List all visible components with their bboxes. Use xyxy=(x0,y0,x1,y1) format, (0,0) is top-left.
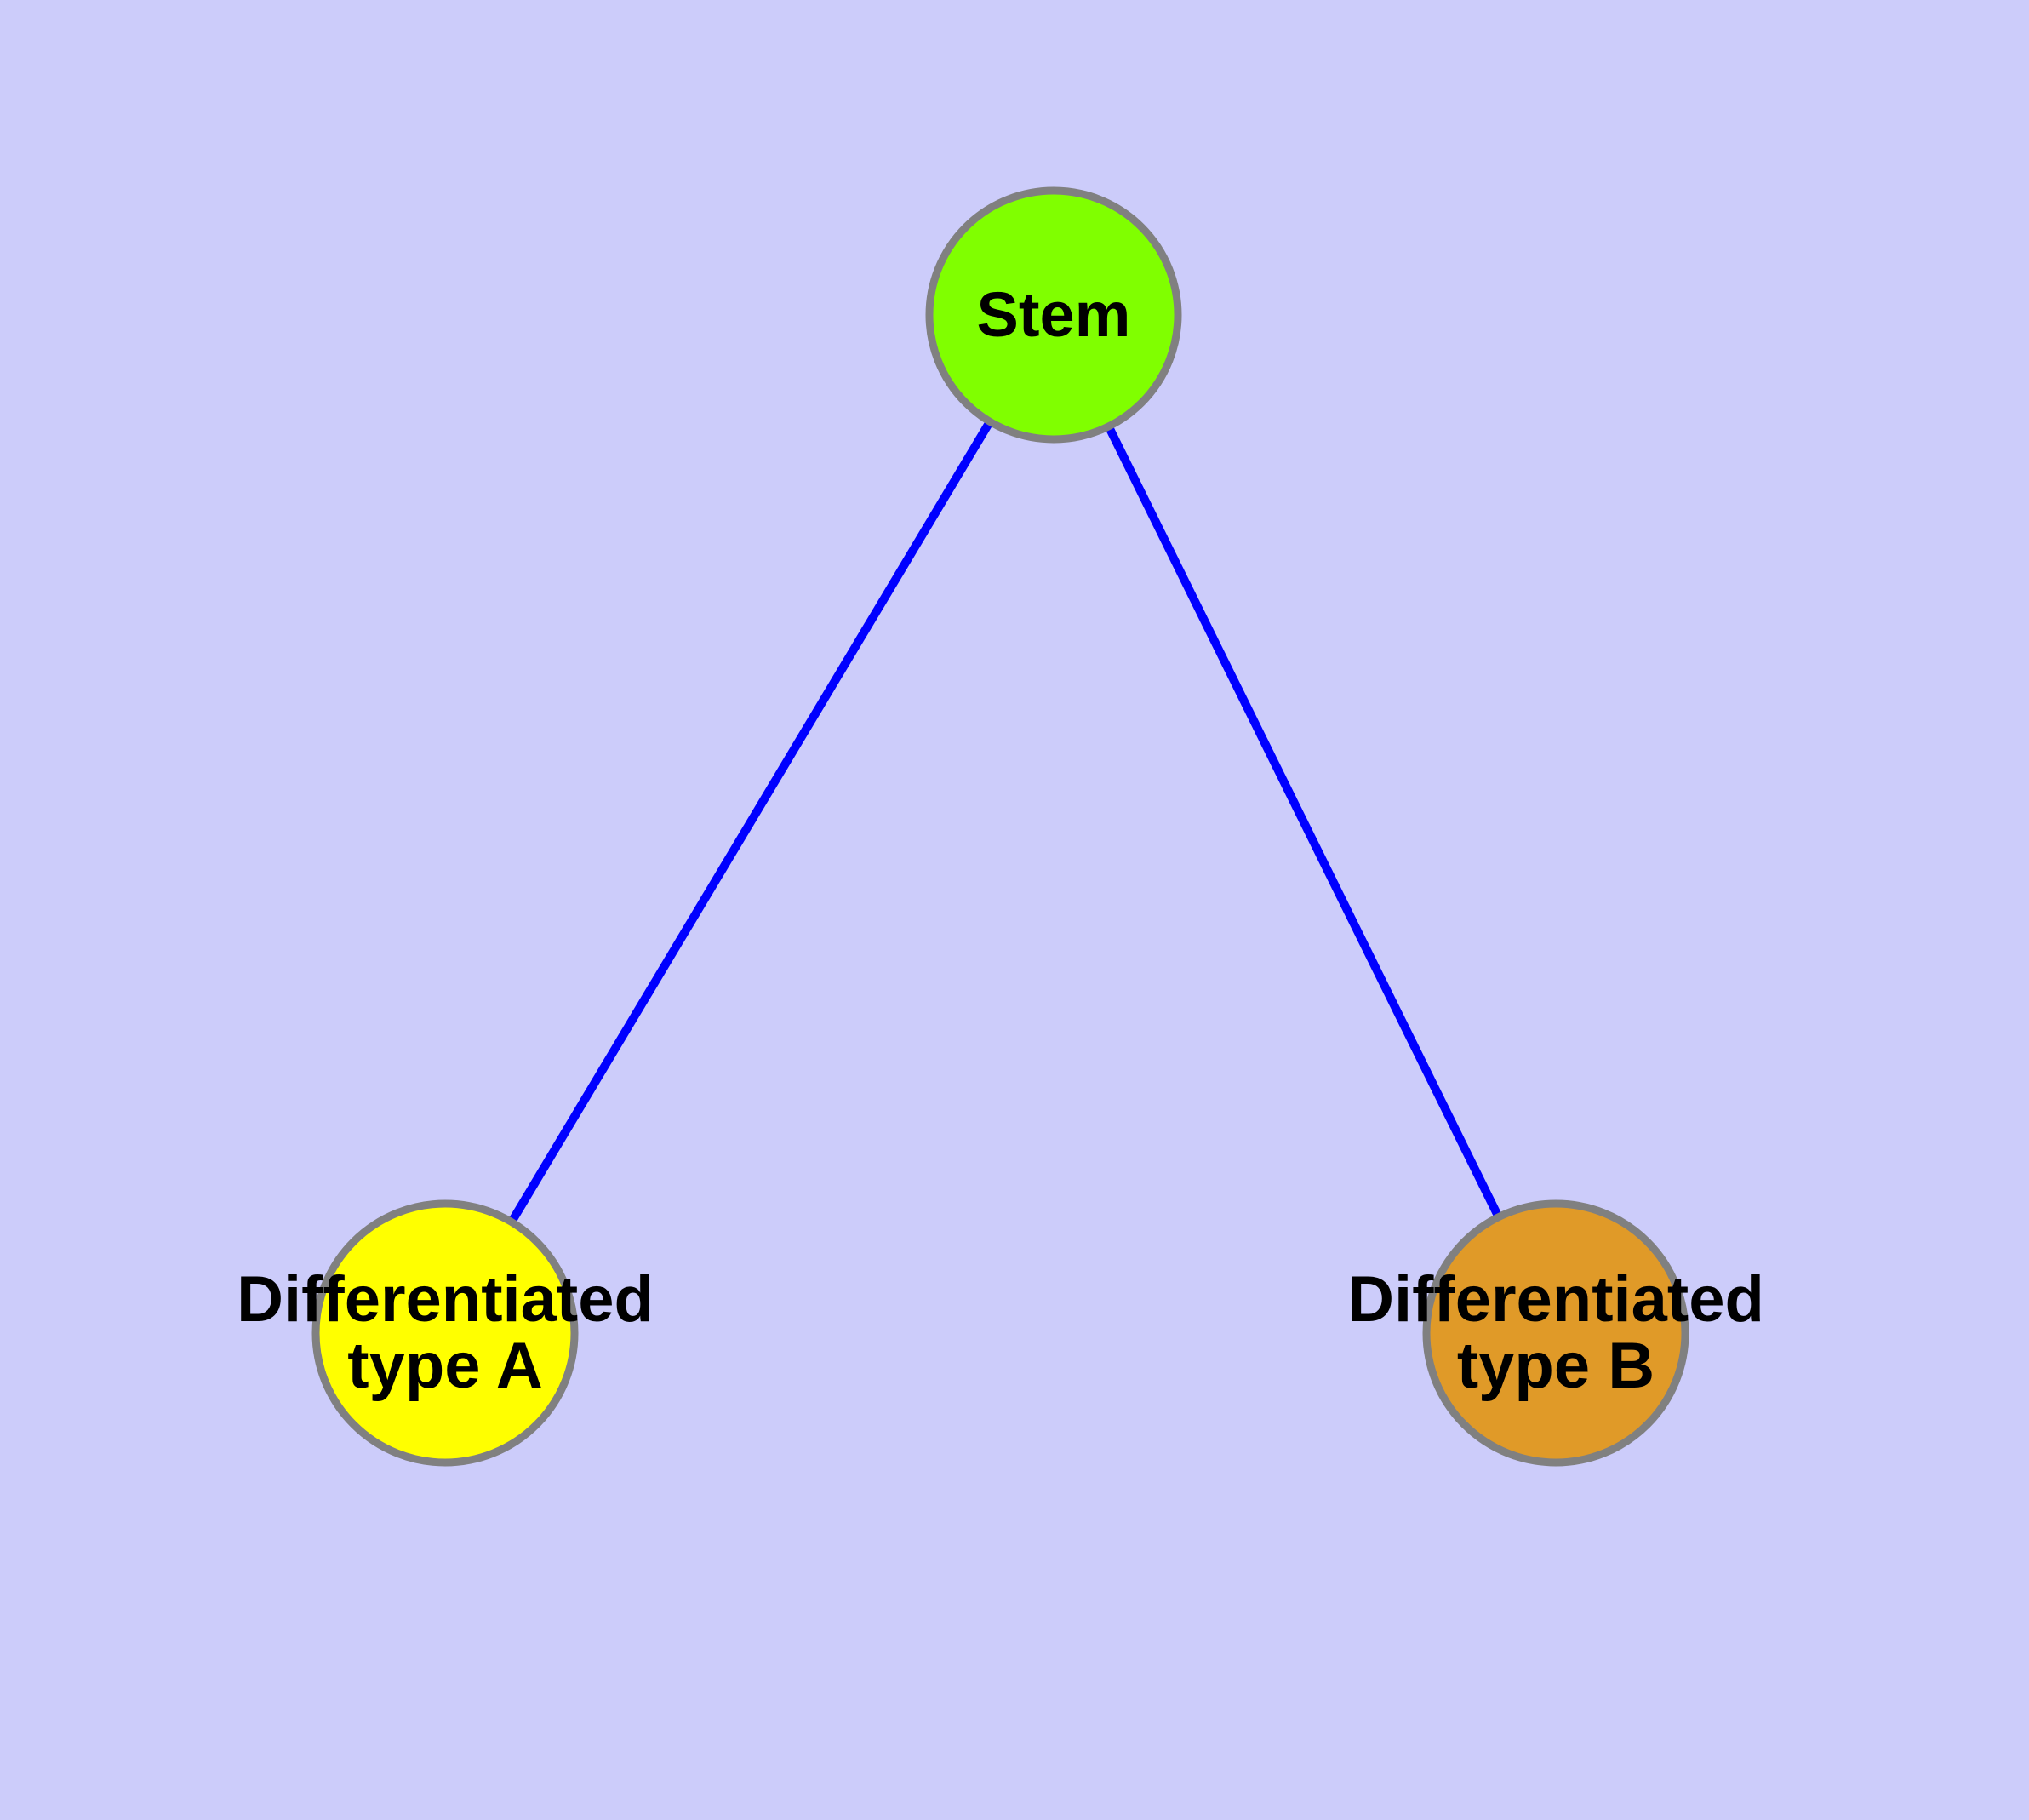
graph-edge xyxy=(508,421,993,1223)
graph-node-diff_a[interactable] xyxy=(311,1199,579,1467)
nodes-layer xyxy=(311,186,1689,1467)
edges-layer xyxy=(508,421,1502,1223)
graph-edge xyxy=(1105,426,1502,1218)
graph-node-diff_b[interactable] xyxy=(1422,1199,1689,1467)
graph-node-stem[interactable] xyxy=(925,186,1182,444)
